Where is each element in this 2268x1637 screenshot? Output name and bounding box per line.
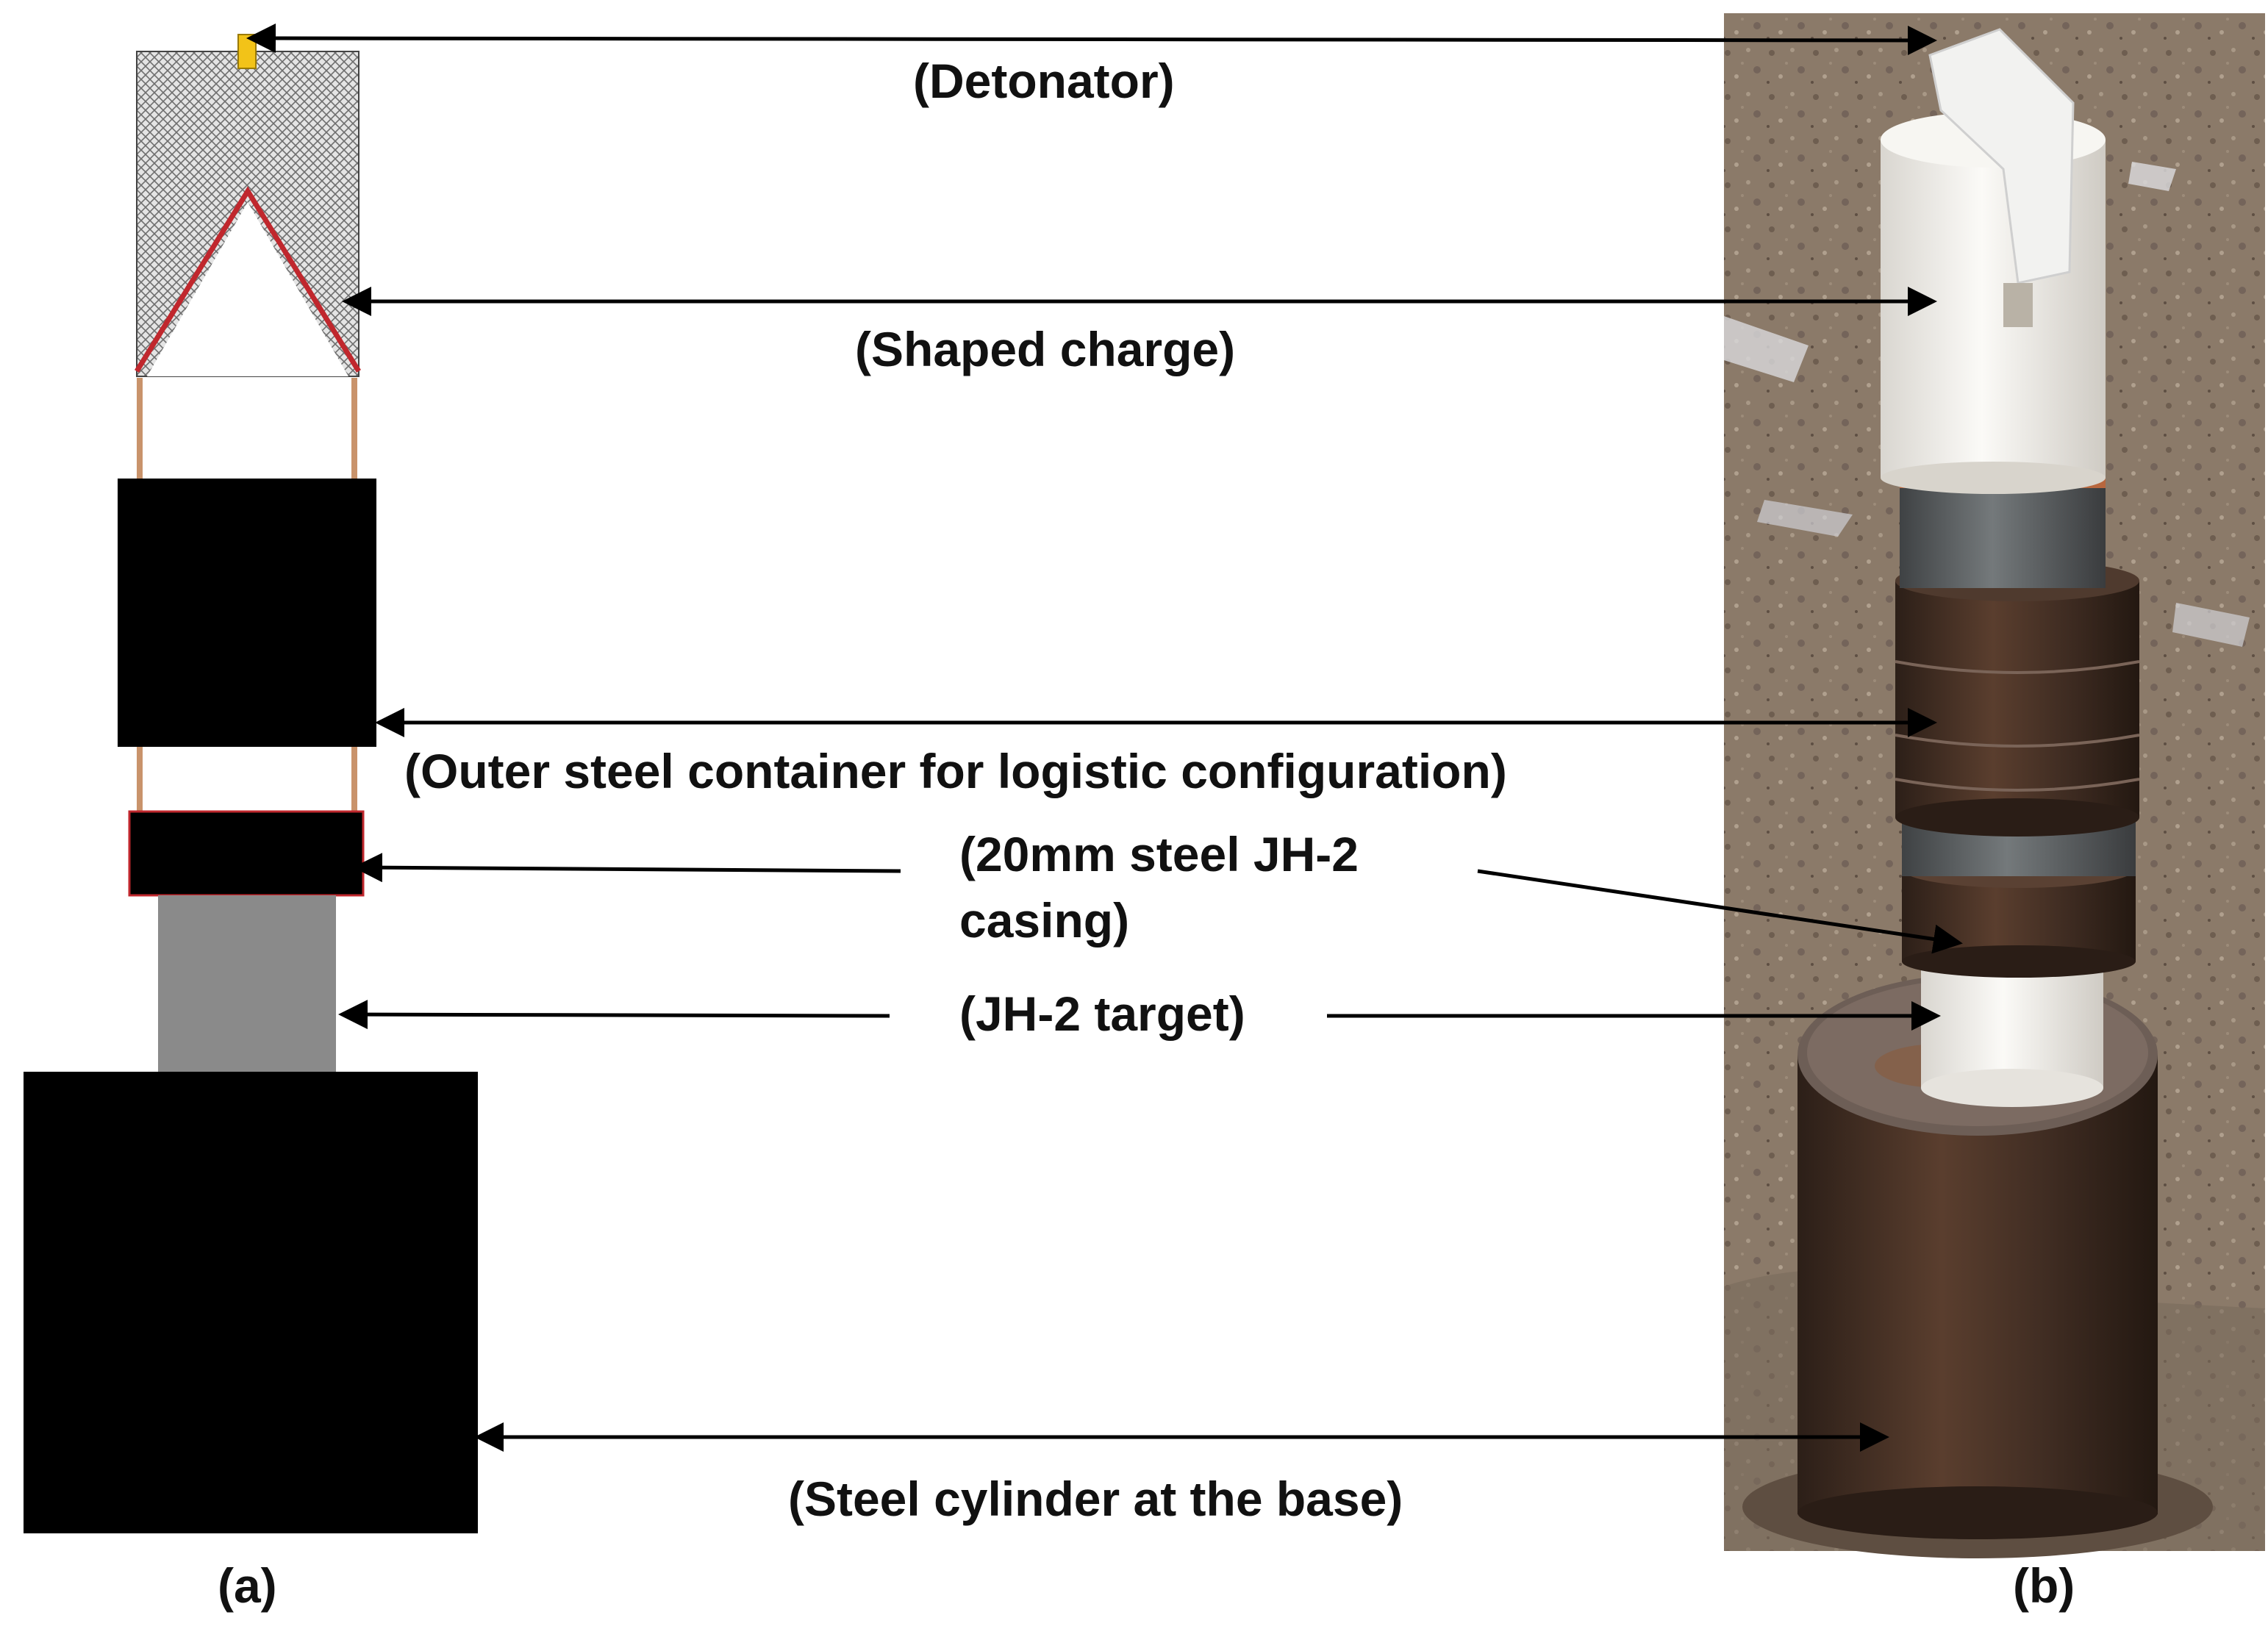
jh2-casing <box>128 810 365 897</box>
arrow-target-left <box>338 1000 890 1030</box>
labels: (Detonator) (Shaped charge) (Outer steel… <box>218 54 2075 1613</box>
label-casing-line2: casing) <box>959 893 1129 948</box>
standoff-rod-right <box>351 378 357 481</box>
steel-base-cylinder <box>24 1072 478 1533</box>
standoff-rod-left-lower <box>137 747 143 813</box>
photo-panel <box>1724 13 2265 1558</box>
standoff-rod-left <box>137 378 143 481</box>
label-target: (JH-2 target) <box>959 986 1245 1041</box>
panel-label-b: (b) <box>2013 1558 2075 1613</box>
container-photo <box>1895 581 2139 817</box>
leader-lines <box>246 24 1963 1452</box>
arrow-casing-left <box>353 853 901 883</box>
outer-steel-container <box>118 479 376 747</box>
arrow-detonator <box>246 24 1937 55</box>
label-outer-container: (Outer steel container for logistic conf… <box>404 744 1507 798</box>
label-detonator: (Detonator) <box>913 54 1175 108</box>
label-casing-line1: (20mm steel JH-2 <box>959 827 1359 881</box>
detonator-symbol <box>237 34 257 69</box>
cone-liner <box>135 186 361 373</box>
arrow-casing-right <box>1477 869 1963 954</box>
panel-label-a: (a) <box>218 1558 277 1613</box>
label-base: (Steel cylinder at the base) <box>788 1472 1403 1526</box>
jh2-target <box>158 895 336 1072</box>
standoff-rod-right-lower <box>351 747 357 813</box>
label-shaped-charge: (Shaped charge) <box>855 322 1235 376</box>
schematic-panel <box>24 34 478 1533</box>
target-photo <box>1921 956 2103 1088</box>
